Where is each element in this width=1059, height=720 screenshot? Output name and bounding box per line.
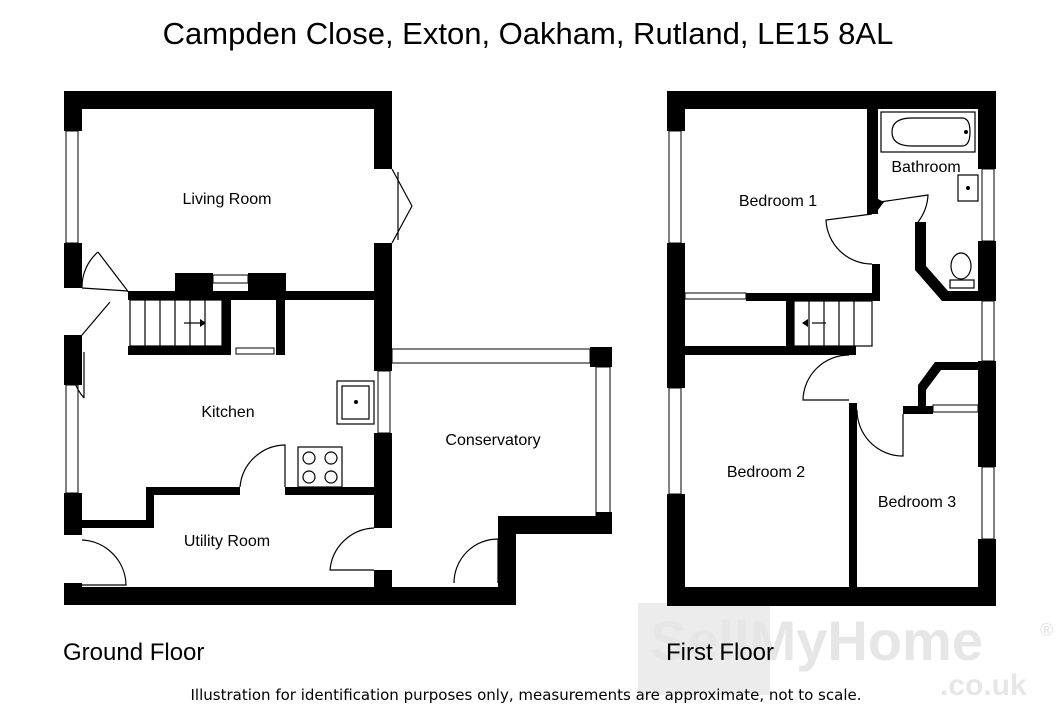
wall — [64, 493, 82, 535]
wall — [867, 109, 878, 214]
first-floor-plan: Bedroom 1 Bathroom Bedroom 2 Bedroom 3 F… — [666, 91, 996, 666]
door-swing — [329, 527, 375, 571]
wall — [374, 433, 392, 528]
wall — [590, 347, 612, 367]
staircase — [793, 300, 873, 347]
wall — [849, 403, 857, 590]
room-label-kitchen: Kitchen — [201, 404, 254, 421]
page-title: Campden Close, Exton, Oakham, Rutland, L… — [163, 16, 894, 51]
wall — [978, 539, 996, 606]
french-door — [391, 168, 413, 244]
watermark-logo: SellMyHome .co.uk ® — [638, 588, 1053, 702]
wall — [374, 91, 392, 169]
bath — [880, 111, 976, 153]
wall — [64, 91, 392, 109]
wall — [872, 264, 880, 301]
wall — [746, 293, 880, 301]
wall — [498, 516, 516, 605]
wall — [64, 243, 82, 288]
window — [668, 130, 682, 244]
room-label-living-room: Living Room — [183, 191, 272, 208]
window — [932, 404, 979, 413]
staircase — [129, 299, 223, 347]
room-label-bedroom-2: Bedroom 2 — [727, 464, 805, 481]
door-swing — [81, 539, 127, 586]
window — [981, 466, 995, 540]
wall — [667, 91, 685, 131]
door-swing — [856, 409, 904, 457]
ground-floor-plan: Living Room Kitchen Utility Room Conserv… — [63, 91, 612, 666]
sink — [336, 380, 375, 425]
window — [668, 387, 682, 495]
window — [65, 130, 79, 244]
room-label-conservatory: Conservatory — [445, 432, 540, 449]
room-label-bedroom-1: Bedroom 1 — [739, 193, 817, 210]
wall — [175, 273, 213, 300]
door-swing — [453, 538, 499, 584]
wall — [128, 346, 228, 355]
room-label-utility-room: Utility Room — [184, 533, 270, 550]
wall — [667, 587, 996, 606]
wall — [64, 335, 82, 385]
wall — [978, 361, 996, 467]
window — [981, 168, 995, 242]
hob — [297, 446, 343, 488]
door-swing — [879, 194, 929, 223]
wall — [786, 301, 794, 353]
window — [65, 384, 79, 494]
wall — [918, 362, 978, 414]
wall — [915, 222, 978, 301]
wall — [978, 91, 996, 169]
wall — [978, 241, 996, 301]
window — [981, 300, 995, 362]
floor-label-ground: Ground Floor — [63, 639, 204, 666]
door-swing — [239, 444, 286, 488]
toilet — [949, 252, 975, 289]
bathroom-sink — [957, 174, 979, 202]
wall — [685, 346, 856, 355]
window — [377, 370, 391, 434]
wall — [64, 91, 82, 131]
wall — [285, 487, 392, 495]
room-label-bathroom: Bathroom — [891, 159, 960, 176]
wall — [667, 243, 685, 388]
door-swing — [802, 354, 850, 401]
door-swing — [825, 213, 873, 265]
wall — [146, 487, 240, 495]
wall — [222, 300, 231, 355]
room-label-bedroom-3: Bedroom 3 — [878, 494, 956, 511]
wall — [64, 587, 516, 605]
window — [595, 366, 611, 518]
window — [212, 274, 249, 284]
wall — [82, 520, 154, 528]
front-door — [71, 251, 131, 399]
window — [391, 348, 591, 364]
wall — [146, 487, 154, 528]
watermark-registered-mark: ® — [1040, 620, 1053, 640]
wall — [498, 516, 612, 534]
conservatory-structure — [391, 347, 612, 605]
wall — [276, 300, 285, 355]
wall — [248, 273, 286, 300]
wall — [667, 91, 996, 109]
floor-label-first: First Floor — [666, 639, 774, 666]
window — [684, 292, 747, 300]
wall — [374, 243, 392, 371]
wall — [667, 494, 685, 606]
wall — [374, 570, 392, 600]
disclaimer: Illustration for identification purposes… — [191, 686, 862, 704]
watermark-brand: SellMyHome — [650, 609, 983, 672]
cupboard-door — [235, 347, 275, 355]
watermark-domain: .co.uk — [940, 669, 1027, 702]
